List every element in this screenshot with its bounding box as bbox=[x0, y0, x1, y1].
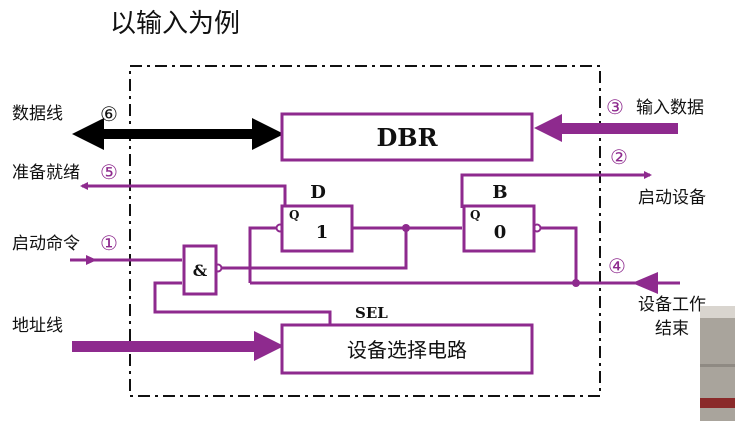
junction-dot bbox=[572, 279, 580, 287]
d-clear-wire bbox=[248, 226, 280, 283]
start-command-arrowhead bbox=[86, 255, 97, 265]
sel-wire bbox=[153, 281, 332, 325]
device-done-label-2: 结束 bbox=[655, 319, 689, 339]
marker-6: ⑥ bbox=[100, 102, 118, 126]
and-gate-label: & bbox=[193, 261, 208, 280]
marker-4: ④ bbox=[608, 254, 626, 278]
input-data-label: 输入数据 bbox=[636, 98, 704, 118]
marker-1: ① bbox=[100, 231, 118, 255]
input-data-arrow bbox=[534, 114, 678, 142]
junction-dot bbox=[402, 224, 410, 232]
start-device-wire bbox=[460, 171, 652, 208]
marker-2: ② bbox=[610, 145, 628, 169]
dbr-label: DBR bbox=[376, 123, 438, 152]
device-done-arrowhead bbox=[632, 272, 658, 294]
and-to-d-wire bbox=[218, 228, 408, 270]
device-done-label-1: 设备工作 bbox=[638, 295, 706, 315]
ff-b-name: B bbox=[492, 182, 507, 203]
marker-5: ⑤ bbox=[100, 160, 118, 184]
flip-flop-d: D Q 1 bbox=[280, 182, 354, 253]
page-title: 以输入为例 bbox=[110, 9, 240, 39]
ff-d-q: Q bbox=[289, 208, 299, 222]
address-line-label: 地址线 bbox=[12, 316, 63, 336]
and-gate: & bbox=[182, 244, 218, 296]
photo-fragment bbox=[700, 306, 735, 421]
ff-b-q: Q bbox=[470, 208, 480, 222]
start-device-label: 启动设备 bbox=[638, 188, 706, 208]
data-bus bbox=[72, 118, 284, 150]
signal-wiring bbox=[70, 171, 680, 325]
interface-boundary bbox=[129, 65, 601, 397]
address-line-arrow bbox=[72, 331, 284, 361]
marker-3: ③ bbox=[606, 95, 624, 119]
start-command-label: 启动命令 bbox=[12, 234, 80, 254]
b-to-done-wire bbox=[537, 226, 578, 283]
sel-label: SEL bbox=[355, 304, 388, 322]
ready-label: 准备就绪 bbox=[12, 163, 80, 183]
ff-d-name: D bbox=[310, 182, 326, 203]
ff-d-value: 1 bbox=[316, 222, 329, 243]
ff-b-value: 0 bbox=[494, 222, 507, 243]
device-selector: 设备选择电路 bbox=[280, 323, 534, 375]
data-line-label: 数据线 bbox=[12, 104, 63, 124]
dbr-register: DBR bbox=[280, 112, 534, 162]
ready-wire bbox=[80, 182, 287, 208]
device-selector-label: 设备选择电路 bbox=[347, 338, 467, 362]
flip-flop-b: B Q 0 bbox=[462, 182, 536, 253]
